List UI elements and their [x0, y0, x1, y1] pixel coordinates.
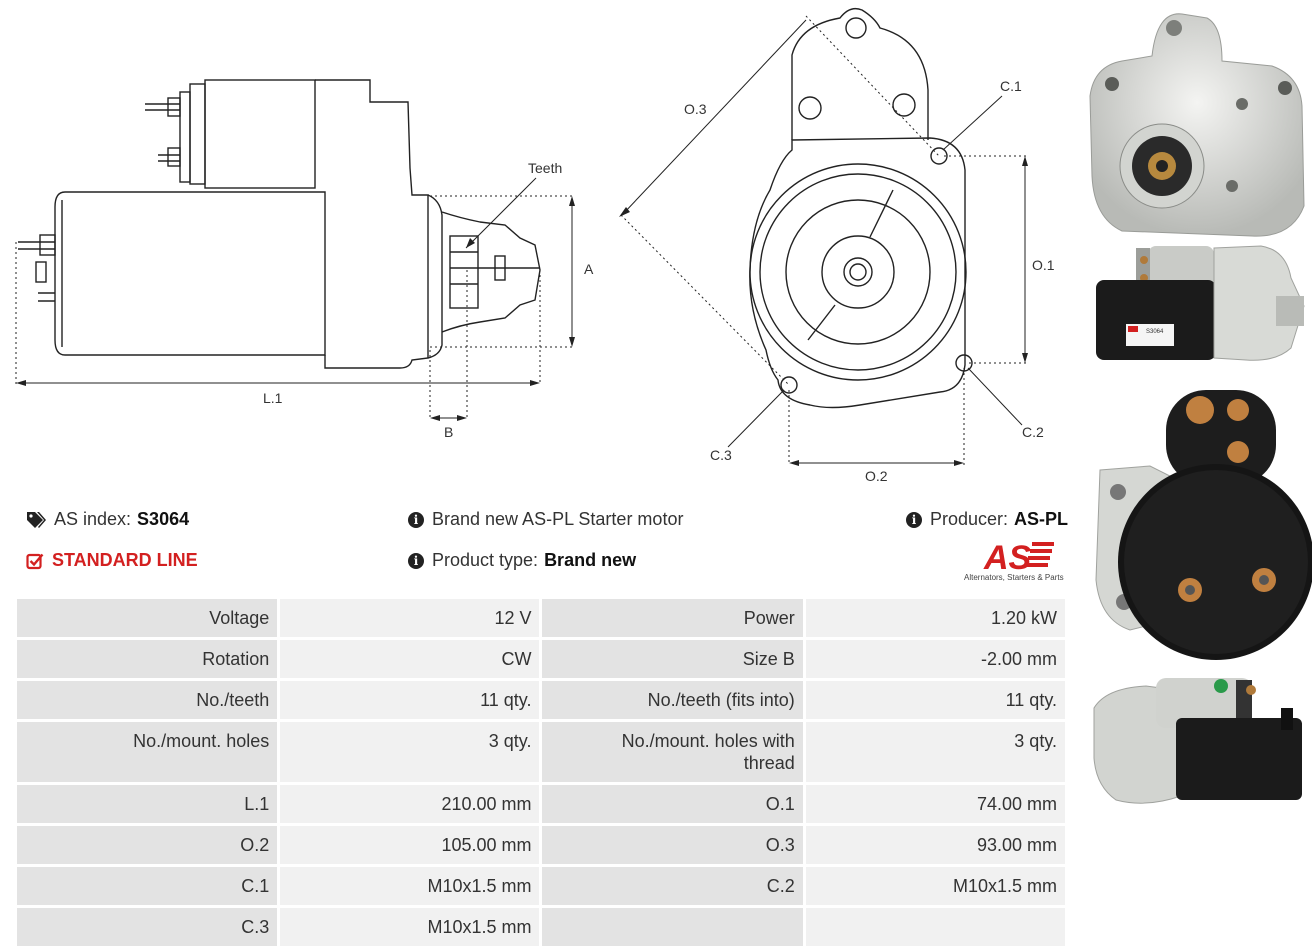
as-index-label: AS index: — [54, 509, 132, 529]
label-o1: O.1 — [1032, 257, 1055, 273]
spec-value: 105.00 mm — [277, 823, 543, 867]
as-index: AS index: S3064 — [26, 509, 189, 530]
spec-value: 11 qty. — [802, 678, 1069, 722]
spec-value: 210.00 mm — [277, 782, 543, 826]
svg-text:AS: AS — [983, 539, 1032, 572]
info-icon: i — [408, 552, 424, 569]
spec-value: 12 V — [277, 596, 543, 640]
as-logo-tagline: Alternators, Starters & Parts — [964, 573, 1064, 582]
producer: i Producer: AS-PL — [906, 509, 1068, 530]
spec-label: C.2 — [539, 864, 806, 908]
product-photo-front — [1089, 13, 1305, 237]
label-c2: C.2 — [1022, 424, 1044, 440]
label-o3: O.3 — [684, 101, 707, 117]
product-photo-iso — [1093, 678, 1302, 804]
spec-value: -2.00 mm — [802, 637, 1069, 681]
as-logo: AS Alternators, Starters & Parts — [962, 538, 1068, 584]
label-teeth: Teeth — [528, 160, 562, 176]
front-view-drawing: O.3 C.1 O.1 C.2 C.3 O.2 — [619, 7, 1055, 484]
info-icon: i — [408, 511, 424, 528]
spec-label: Voltage — [13, 596, 281, 640]
spec-label: No./mount. holes — [13, 719, 281, 785]
as-index-value: S3064 — [137, 509, 190, 529]
spec-label: No./mount. holes with thread — [539, 719, 806, 785]
standard-line: STANDARD LINE — [26, 550, 198, 571]
spec-value: M10x1.5 mm — [277, 864, 543, 908]
spec-label: Power — [539, 596, 806, 640]
as-logo-mark: AS — [983, 539, 1054, 572]
spec-label: No./teeth (fits into) — [539, 678, 806, 722]
spec-label: O.1 — [539, 782, 806, 826]
spec-value: 11 qty. — [277, 678, 543, 722]
spec-value — [802, 905, 1069, 949]
label-a: A — [584, 261, 594, 277]
product-type: i Product type: Brand new — [408, 550, 636, 571]
spec-value: 74.00 mm — [802, 782, 1069, 826]
spec-value: 3 qty. — [277, 719, 543, 785]
description: i Brand new AS-PL Starter motor — [408, 509, 683, 530]
label-o2: O.2 — [865, 468, 888, 484]
spec-label: C.1 — [13, 864, 281, 908]
label-c3: C.3 — [710, 447, 732, 463]
spec-value: M10x1.5 mm — [802, 864, 1069, 908]
label-c1: C.1 — [1000, 78, 1022, 94]
producer-label: Producer: — [930, 509, 1009, 529]
tags-icon — [27, 511, 46, 528]
spec-value: CW — [277, 637, 543, 681]
product-photo-side: S3064 — [1096, 245, 1305, 361]
spec-label: C.3 — [13, 905, 281, 949]
spec-label: O.3 — [539, 823, 806, 867]
spec-label: No./teeth — [13, 678, 281, 722]
product-type-label: Product type: — [432, 550, 539, 570]
spec-label: L.1 — [13, 782, 281, 826]
product-type-value: Brand new — [544, 550, 637, 570]
spec-value: M10x1.5 mm — [277, 905, 543, 949]
product-photo-rear — [1095, 390, 1312, 660]
checkbox-icon — [26, 553, 44, 569]
spec-label — [539, 905, 806, 949]
producer-value: AS-PL — [1014, 509, 1069, 529]
spec-label: O.2 — [13, 823, 281, 867]
spec-label: Size B — [539, 637, 806, 681]
spec-value: 3 qty. — [802, 719, 1069, 785]
label-l1: L.1 — [263, 390, 283, 406]
spec-label: Rotation — [13, 637, 281, 681]
photo-label-tag: S3064 — [1146, 329, 1164, 335]
spec-value: 1.20 kW — [802, 596, 1069, 640]
description-text: Brand new AS-PL Starter motor — [432, 509, 684, 529]
spec-value: 93.00 mm — [802, 823, 1069, 867]
label-b: B — [444, 424, 453, 440]
standard-line-label: STANDARD LINE — [52, 550, 198, 570]
side-view-drawing: Teeth A L.1 B — [15, 79, 594, 440]
info-icon: i — [906, 511, 922, 528]
